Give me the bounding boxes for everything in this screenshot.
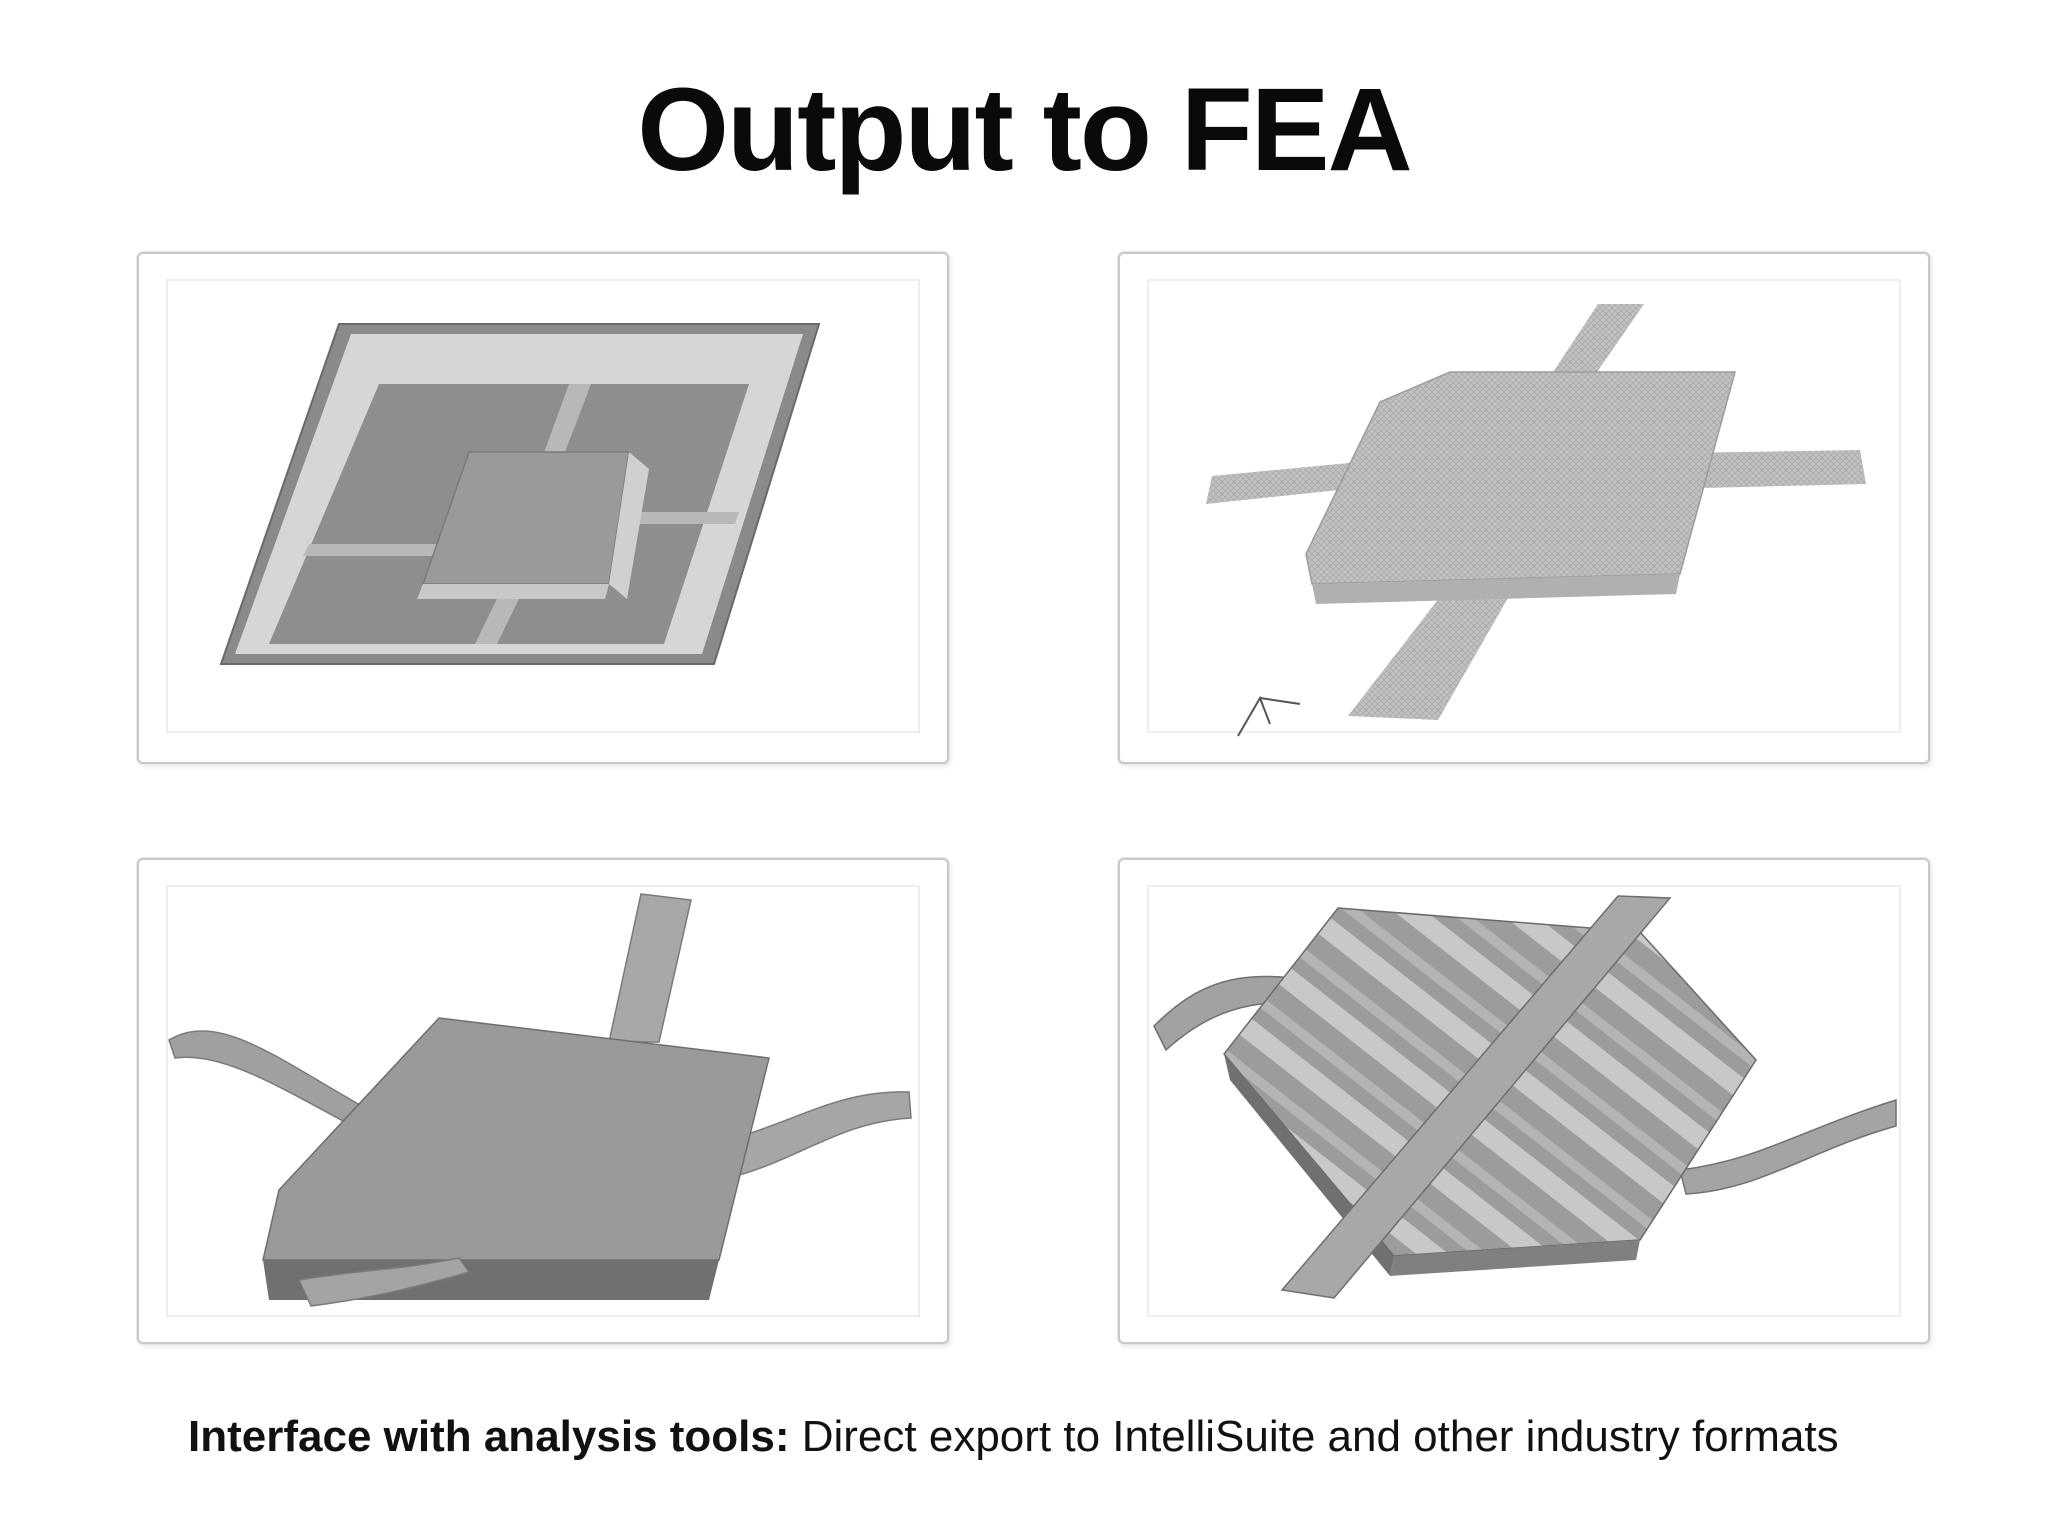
deformed-plate-render-icon bbox=[166, 885, 920, 1317]
fea-model-deformed-plate-view bbox=[137, 858, 949, 1344]
caption-bold-label: Interface with analysis tools: bbox=[188, 1412, 790, 1461]
mesh-plate-render-icon bbox=[1147, 279, 1901, 737]
caption-text: Direct export to IntelliSuite and other … bbox=[789, 1412, 1839, 1461]
slide-caption: Interface with analysis tools: Direct ex… bbox=[188, 1412, 1888, 1462]
fea-model-etched-cavity-view bbox=[137, 252, 949, 764]
slide-title: Output to FEA bbox=[637, 64, 1413, 196]
fea-model-striped-plate-view bbox=[1118, 858, 1930, 1344]
striped-plate-render-icon bbox=[1147, 885, 1901, 1317]
fea-model-mesh-plate-view bbox=[1118, 252, 1930, 764]
etched-cavity-render-icon bbox=[166, 279, 920, 733]
